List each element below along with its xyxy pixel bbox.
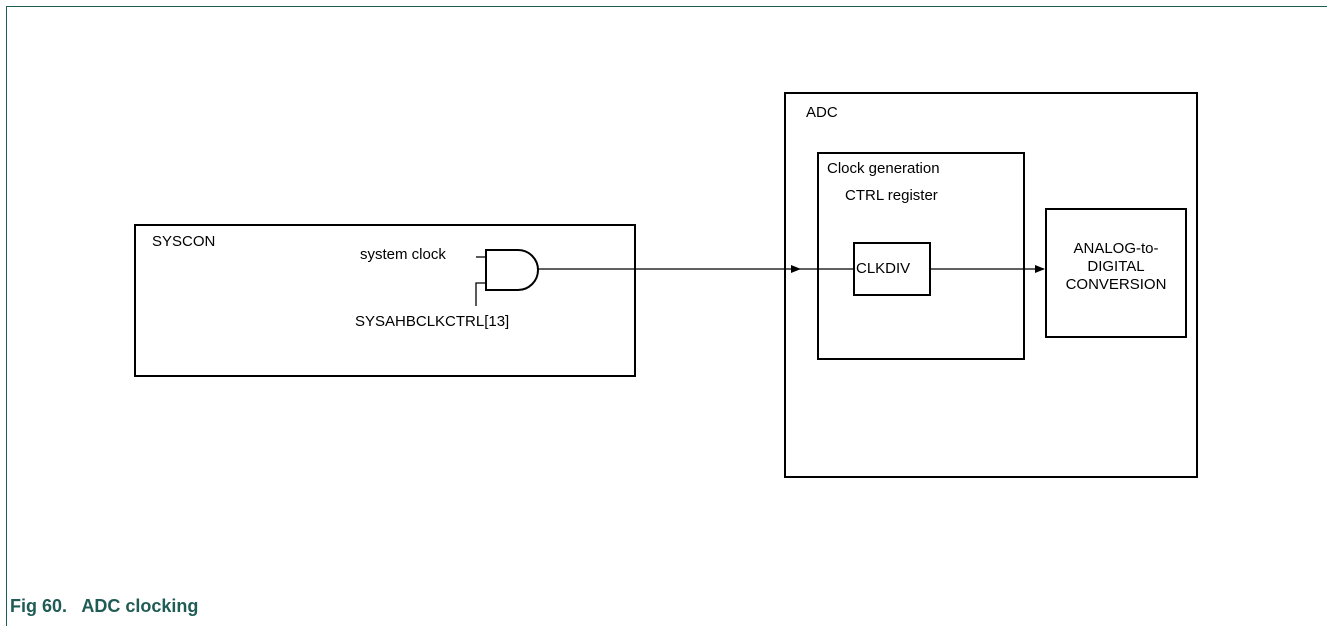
enable-wire <box>475 282 486 306</box>
adc-title: ADC <box>806 104 838 121</box>
sysahbclkctrl-label: SYSAHBCLKCTRL[13] <box>355 313 510 330</box>
conversion-line-1: ANALOG-to- <box>1073 240 1159 257</box>
adc-block <box>784 92 1198 478</box>
clkdiv-block <box>853 242 931 296</box>
syscon-title: SYSCON <box>152 233 216 250</box>
conversion-block <box>1045 208 1187 338</box>
and-gate-icon <box>485 249 539 291</box>
clock-generation-label: Clock generation <box>827 160 940 177</box>
syscon-block <box>134 224 636 377</box>
clock-generation-block <box>817 152 1025 360</box>
ctrl-register-label: CTRL register <box>845 187 938 204</box>
conversion-label: ANALOG-to- DIGITAL CONVERSION <box>1045 240 1187 294</box>
system-clock-label: system clock <box>360 246 446 263</box>
clkdiv-label: CLKDIV <box>856 260 911 277</box>
conversion-line-3: CONVERSION <box>1065 276 1167 293</box>
figure-caption: Fig 60. ADC clocking <box>10 596 199 616</box>
figure-frame <box>6 6 1327 626</box>
conversion-line-2: DIGITAL <box>1087 258 1145 275</box>
